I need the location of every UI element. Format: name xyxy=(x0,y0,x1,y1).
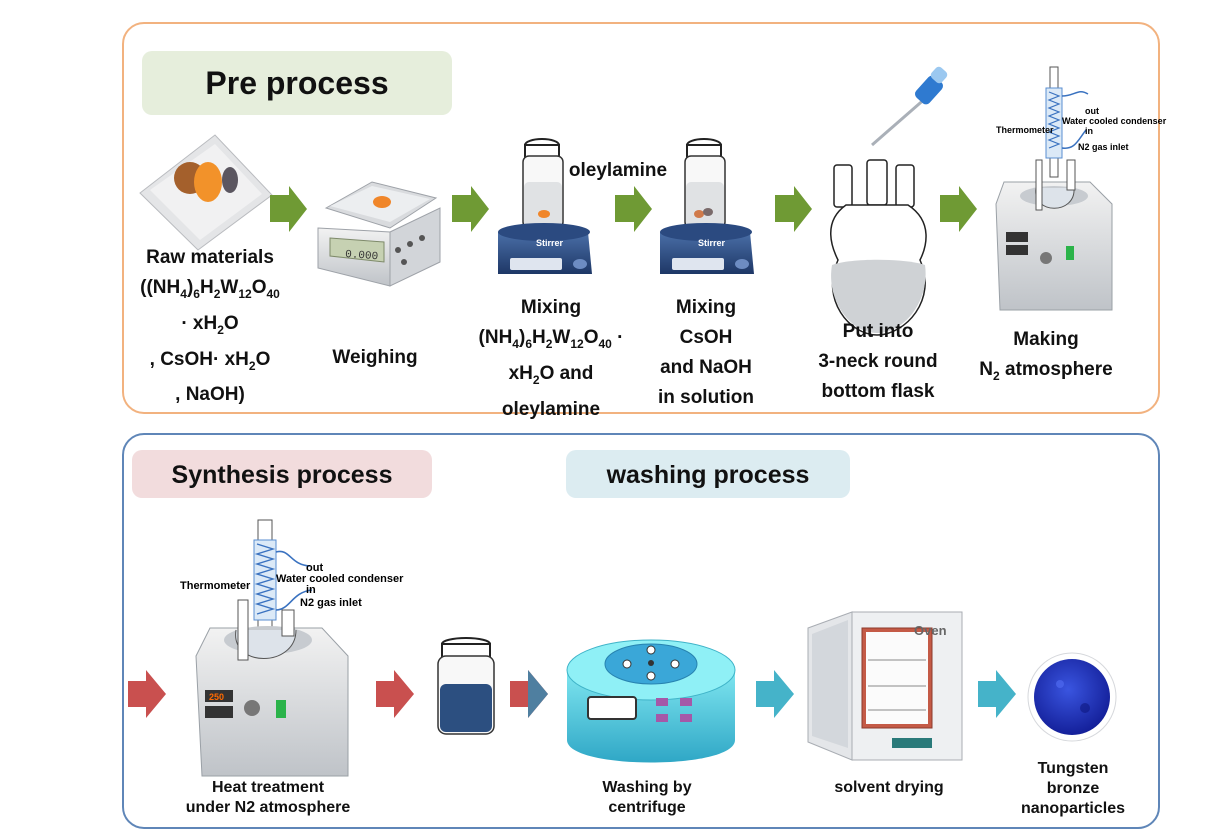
n2-in-label: in xyxy=(1085,126,1093,136)
n2-condenser-label: Water cooled condenser xyxy=(1062,116,1167,126)
heat-line-2: under N2 atmosphere xyxy=(185,799,351,816)
stirrer-1-illustration: Stirrer xyxy=(498,138,592,274)
teal-arrow-1 xyxy=(756,670,794,718)
heat-treatment-label: Heat treatment under N2 atmosphere xyxy=(150,778,386,818)
flask-line-2: 3-neck round xyxy=(818,351,938,372)
mixing-2-line-4: in solution xyxy=(657,387,755,408)
washing-process-title: washing process xyxy=(566,450,850,498)
scale-display-text: 0.000 xyxy=(345,249,379,263)
mixing-1-formula: (NH4)6H2W12O40 · xyxy=(478,327,624,351)
mixing-2-label: Mixing CsOH and NaOH in solution xyxy=(650,293,762,413)
heat-condenser-label: Water cooled condenser xyxy=(276,573,404,585)
making-n2-label: Making N2 atmosphere xyxy=(968,325,1124,391)
weighing-label: Weighing xyxy=(332,347,418,368)
green-arrow-3 xyxy=(615,186,652,232)
washing-label: Washing by centrifuge xyxy=(572,778,722,818)
stirrer-2-illustration: Stirrer xyxy=(660,138,754,274)
mixing-1-last: oleylamine xyxy=(501,398,601,420)
teal-arrow-2 xyxy=(978,670,1016,718)
raw-cesium: , CsOH· xH2O xyxy=(149,348,271,373)
heat-n2-inlet-label: N2 gas inlet xyxy=(300,597,362,609)
solvent-drying-label: solvent drying xyxy=(834,779,944,796)
heat-out-label: out xyxy=(306,562,323,574)
stirrer-1-label: Stirrer xyxy=(536,238,564,248)
flask-line-1: Put into xyxy=(842,321,914,342)
n2-gas-inlet-label: N2 gas inlet xyxy=(1078,142,1129,152)
heat-thermometer-label: Thermometer xyxy=(180,580,251,592)
pre-process-title: Pre process xyxy=(142,51,452,115)
oven-illustration: Oven xyxy=(807,611,963,761)
green-arrow-5 xyxy=(940,186,977,232)
tungsten-bronze-label: Tungsten bronze nanoparticles xyxy=(1010,759,1136,819)
synthesis-process-title: Synthesis process xyxy=(132,450,432,498)
red-arrow-1 xyxy=(128,670,166,718)
centrifuge-illustration xyxy=(566,639,736,763)
red-arrow-2 xyxy=(376,670,414,718)
raw-materials-illustration xyxy=(139,134,273,251)
blue-solution-jar-illustration xyxy=(437,637,495,735)
making-line-1: Making xyxy=(1013,329,1079,350)
scale-illustration: 0.000 xyxy=(317,181,441,287)
mixing-1-title: Mixing xyxy=(520,297,582,318)
raw-water: · xH2O xyxy=(181,312,239,337)
green-arrow-4 xyxy=(775,186,812,232)
mixing-1-label: Mixing (NH4)6H2W12O40 · xH2O and oleylam… xyxy=(466,293,636,425)
heat-treatment-apparatus-illustration: out Water cooled condenser in Thermomete… xyxy=(180,519,404,777)
heat-line-1: Heat treatment xyxy=(211,779,325,796)
synthesis-washing-panel xyxy=(122,433,1160,829)
three-neck-flask-illustration xyxy=(830,66,948,336)
mixing-2-line-3: and NaOH xyxy=(660,357,752,378)
raw-formula: ((NH4)6H2W12O40 xyxy=(140,277,280,301)
n2-apparatus-illustration: out Water cooled condenser in Thermomete… xyxy=(995,66,1167,311)
red-teal-arrow xyxy=(510,670,548,718)
tungsten-bronze-powder-illustration xyxy=(1027,652,1117,742)
tb-line-1: Tungsten xyxy=(1037,760,1109,777)
flask-label: Put into 3-neck round bottom flask xyxy=(808,317,948,407)
making-line-2: N2 atmosphere xyxy=(979,359,1113,383)
stirrer-2-label: Stirrer xyxy=(698,238,726,248)
green-arrow-2 xyxy=(452,186,489,232)
mixing-2-line-1: Mixing xyxy=(675,297,737,318)
washing-line-2: centrifuge xyxy=(608,799,686,816)
oven-label: Oven xyxy=(914,623,947,638)
heat-in-label: in xyxy=(306,584,316,596)
n2-thermometer-label: Thermometer xyxy=(996,125,1054,135)
raw-sodium: , NaOH) xyxy=(175,384,245,406)
tb-line-3: nanoparticles xyxy=(1020,800,1126,817)
green-arrow-1 xyxy=(270,186,307,232)
raw-materials-title: Raw materials xyxy=(146,247,274,268)
mixing-2-line-2: CsOH xyxy=(679,327,733,348)
n2-out-label: out xyxy=(1085,106,1099,116)
tb-line-2: bronze xyxy=(1046,780,1100,797)
mixing-1-water: xH2O and xyxy=(508,362,594,387)
raw-materials-label: Raw materials ((NH4)6H2W12O40 · xH2O , C… xyxy=(128,243,292,410)
flask-line-3: bottom flask xyxy=(821,381,935,402)
washing-line-1: Washing by xyxy=(602,779,692,796)
oleylamine-label: oleylamine xyxy=(568,160,668,181)
heater-display-text: 250 xyxy=(209,692,224,702)
pre-process-panel xyxy=(122,22,1160,414)
